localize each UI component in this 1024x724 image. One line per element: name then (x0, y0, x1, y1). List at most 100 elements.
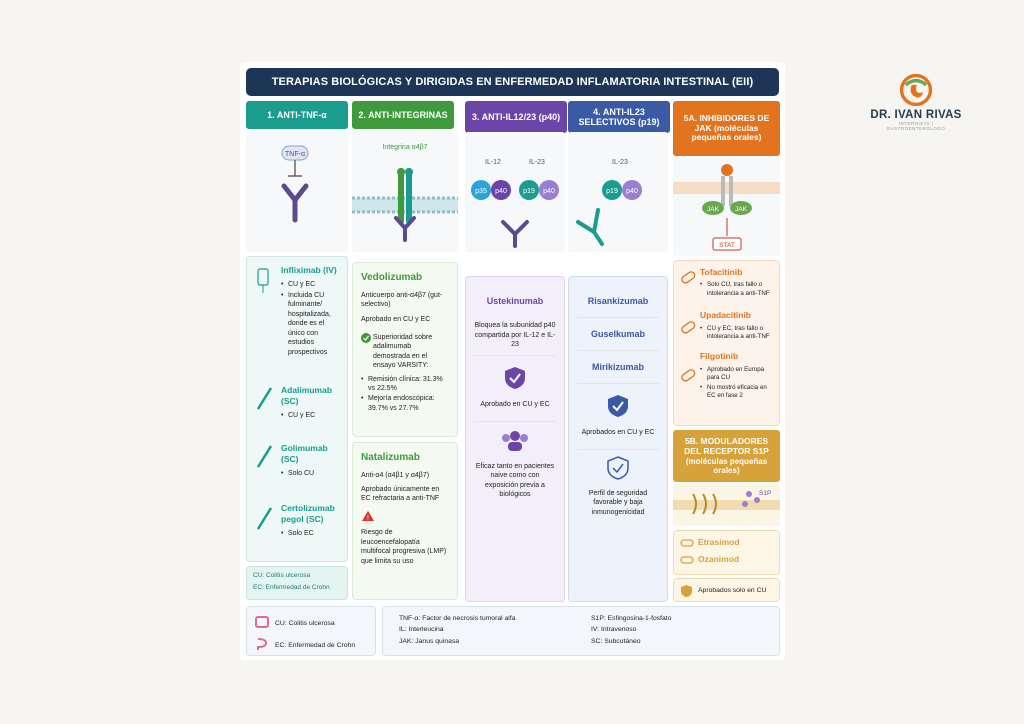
abbr-item: IV: Intravenoso (591, 626, 637, 634)
list-item: No mostró eficacia en EC en fase 2 (700, 384, 774, 401)
il23-illustration: IL-23 p19 p40 (568, 132, 668, 252)
footer-abbreviations: TNF-α: Factor de necrosis tumoral alfa S… (382, 606, 780, 656)
vedolizumab-approved: Aprobado en CU y EC (361, 316, 431, 324)
s1p-illustration: S1P (673, 484, 780, 526)
col-header-anti-il23: 4. ANTI-IL23 SELECTIVOS (p19) (568, 101, 670, 133)
certolizumab-title: Certolizumab pegol (SC) (281, 503, 335, 525)
natalizumab-desc: Anti-α4 (α4β1 y α4β7) (361, 471, 430, 479)
list-item: Mejoría endoscópica: 39.7% vs 27.7% (361, 394, 449, 413)
integrin-label: Integrina α4β7 (382, 144, 427, 151)
jak-stat-icon: JAK JAK STAT (673, 164, 780, 251)
list-item: Solo CU (281, 469, 343, 479)
upadacitinib-title: Upadacitinib (700, 310, 752, 321)
list-item: Aprobado en Europa para CU (700, 366, 774, 383)
anti-il23-safety: Perfil de seguridad favorable y baja inm… (588, 489, 648, 516)
mirikizumab-title: Mirikizumab (591, 362, 644, 373)
tnf-antibody-icon: TNF-α (281, 145, 309, 223)
s1p-approved-card: Aprobados solo en CU (673, 578, 780, 602)
stomach-logo-icon (899, 73, 933, 107)
s1p-header-title: 5B. MODULADORES DEL RECEPTOR S1P (684, 436, 769, 456)
anti-il23-approved: Aprobados en CU y EC (581, 428, 655, 436)
list-item: Remisión clínica: 31.3% vs 22.5% (361, 375, 449, 394)
natalizumab-title: Natalizumab (361, 452, 420, 463)
anti-il23-card: Risankizumab Guselkumab Mirikizumab Apro… (568, 276, 668, 602)
jak-card: Tofacitinib Solo CU, tras fallo o intole… (673, 260, 780, 426)
logo-subtitle: INTERNISTA | GASTROENTERÓLOGO (886, 121, 946, 131)
varsity-text: Superioridad sobre adalimumab demostrada… (373, 333, 433, 370)
tnf-label: TNF-α (285, 151, 305, 158)
jak-label-2: JAK (735, 206, 748, 213)
il12-23-illustration: IL-12 IL-23 p35 p40 p19 p40 (465, 132, 565, 252)
capsule-icon (680, 538, 694, 551)
s1p-drugs-card: Etrasimod Ozanimod (673, 530, 780, 575)
intestine-icon (255, 637, 269, 653)
p40-label: p40 (495, 188, 507, 195)
ustekinumab-title: Ustekinumab (486, 296, 544, 306)
infliximab-title: Infliximab (IV) (281, 265, 337, 275)
p19-label: p19 (523, 188, 535, 195)
ustekinumab-efficacy: Eficaz tanto en pacientes naive como con… (475, 462, 555, 499)
infliximab-list: CU y EC Incluida CU fulminante/ hospital… (281, 280, 341, 357)
ustekinumab-approved: Aprobado en CU y EC (480, 400, 550, 408)
col-jak: 5A. INHIBIDORES DE JAK (moléculas pequeñ… (673, 101, 780, 156)
golimumab-title: Golimumab (SC) (281, 443, 328, 465)
abbr-item: JAK: Janus quinasa (399, 637, 460, 645)
ustekinumab-card: Ustekinumab Bloquea la subunidad p40 com… (465, 276, 565, 602)
col-anti-il23: 4. ANTI-IL23 SELECTIVOS (p19) (568, 101, 670, 133)
footer-cu: CU: Colitis ulcerosa (275, 619, 335, 627)
natalizumab-warning: Riesgo de leucoencefalopatía multifocal … (361, 529, 447, 565)
syringe-icon-2 (255, 505, 273, 534)
natalizumab-approved: Aprobado únicamente en EC refractaria a … (361, 485, 440, 503)
p40-subunit-icon: IL-12 IL-23 p35 p40 p19 p40 (471, 159, 559, 248)
il12-label: IL-12 (485, 159, 501, 166)
p19-label-2: p19 (606, 188, 618, 195)
legend-ec: EC: Enfermedad de Crohn (253, 583, 330, 591)
s1p-header: 5B. MODULADORES DEL RECEPTOR S1P (molécu… (673, 430, 780, 482)
shield-check-icon (474, 366, 556, 393)
s1p-receptor-icon: S1P (673, 490, 780, 515)
s1p-label: S1P (759, 490, 771, 497)
syringe-icon (255, 385, 273, 414)
abbr-item: IL: Interleucina (399, 626, 444, 634)
vedolizumab-title: Vedolizumab (361, 272, 423, 283)
warning-icon: ! (361, 510, 449, 525)
logo: DR. IVAN RIVAS INTERNISTA | GASTROENTERÓ… (870, 73, 962, 131)
p35-label: p35 (475, 188, 487, 195)
integrin-illustration: Integrina α4β7 (352, 132, 458, 252)
tnf-illustration: TNF-α (246, 132, 348, 252)
il23-label: IL-23 (529, 159, 545, 166)
col-anti-tnf: 1. ANTI-TNF-α (246, 101, 348, 129)
tofacitinib-title: Tofacitinib (700, 267, 743, 277)
col-anti-il12-23: 3. ANTI-IL12/23 (p40) (465, 101, 567, 133)
col-header-anti-tnf: 1. ANTI-TNF-α (246, 101, 348, 129)
pill-icon (680, 269, 696, 288)
list-item: CU y EC, tras fallo o intolerancia a ant… (700, 325, 774, 342)
anti-tnf-card: Infliximab (IV) CU y EC Incluida CU fulm… (246, 256, 348, 562)
pen-icon (255, 443, 273, 472)
logo-name: DR. IVAN RIVAS (870, 109, 962, 121)
p40-label-3: p40 (626, 188, 638, 195)
list-item: Incluida CU fulminante/ hospitalizada, d… (281, 291, 341, 357)
etrasimod-title: Etrasimod (698, 537, 740, 547)
pill-icon-3 (680, 367, 696, 386)
vedolizumab-desc: Anticuerpo anti-α4β7 (gut-selectivo) (361, 291, 443, 308)
iv-bag-icon (255, 267, 271, 296)
list-item: CU y EC (281, 280, 341, 290)
integrin-membrane-icon: Integrina α4β7 (352, 144, 458, 242)
jak-label-1: JAK (707, 206, 720, 213)
natalizumab-card: Natalizumab Anti-α4 (α4β1 y α4β7) Aproba… (352, 442, 458, 600)
footer-ec: EC: Enfermedad de Crohn (275, 641, 356, 649)
check-icon (361, 332, 371, 346)
s1p-header-sub: (moléculas pequeñas orales) (685, 456, 768, 475)
adalimumab-title: Adalimumab (SC) (281, 385, 333, 407)
filgotinib-title: Filgotinib (700, 351, 739, 362)
legend-ec-row: EC: Enfermedad de Crohn (255, 637, 367, 653)
p40-label-2: p40 (543, 188, 555, 195)
abbr-item: SC: Subcutáneo (591, 637, 641, 645)
risankizumab-title: Risankizumab (587, 296, 649, 306)
shield-check-icon-2 (577, 394, 659, 421)
jak-illustration: JAK JAK STAT (673, 158, 780, 256)
col-header-anti-il12-23: 3. ANTI-IL12/23 (p40) (465, 101, 567, 133)
page-title: TERAPIAS BIOLÓGICAS Y DIRIGIDAS EN ENFER… (246, 68, 779, 96)
abbr-item: S1P: Esfingosina-1-fosfato (591, 615, 672, 622)
